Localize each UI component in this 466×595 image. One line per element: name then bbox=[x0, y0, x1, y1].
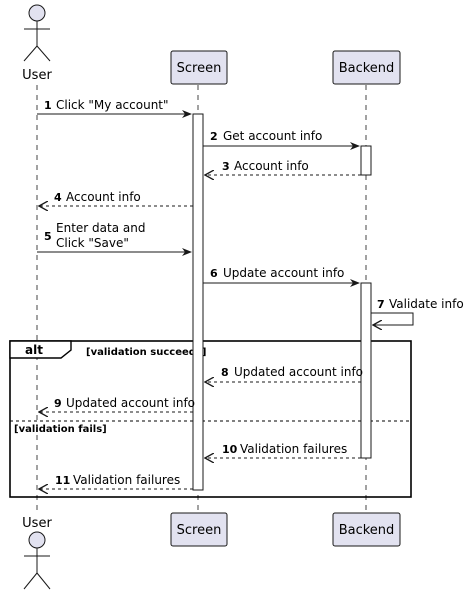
backend-participant-bottom[interactable]: Backend bbox=[332, 512, 401, 547]
screen-participant-bottom[interactable]: Screen bbox=[170, 512, 228, 547]
activations bbox=[192, 113, 372, 491]
actor-head-icon bbox=[28, 4, 46, 22]
alt-guard-fails: [validation fails] bbox=[14, 424, 107, 435]
message-label: Click "My account" bbox=[56, 98, 169, 112]
alt-guard-succeeds: [validation succeeds] bbox=[86, 347, 206, 358]
screen-label-top: Screen bbox=[177, 61, 222, 76]
user-label-bottom: User bbox=[22, 516, 52, 531]
message-label: Account info bbox=[234, 159, 309, 173]
message-5[interactable]: 5 Enter data and Click "Save" bbox=[37, 221, 192, 256]
backend-activation-1 bbox=[360, 145, 372, 176]
user-label-top: User bbox=[22, 68, 52, 83]
message-label: Get account info bbox=[223, 129, 322, 143]
screen-participant-top[interactable]: Screen bbox=[170, 50, 228, 85]
actor-head-icon bbox=[28, 531, 46, 549]
screen-activation bbox=[192, 113, 204, 491]
message-number: 8 bbox=[221, 366, 229, 379]
message-number: 4 bbox=[54, 191, 62, 204]
message-label: Updated account info bbox=[234, 365, 363, 379]
message-label: Account info bbox=[66, 190, 141, 204]
message-number: 3 bbox=[222, 160, 230, 173]
screen-label-bottom: Screen bbox=[177, 523, 222, 538]
message-11[interactable]: 11 Validation failures bbox=[39, 473, 193, 489]
message-3[interactable]: 3 Account info bbox=[205, 159, 361, 175]
messages: 1 Click "My account" 2 Get account info … bbox=[37, 98, 464, 489]
message-label: Validate info bbox=[389, 297, 464, 311]
alt-keyword: alt bbox=[25, 343, 43, 357]
message-label: Validation failures bbox=[73, 473, 180, 487]
message-number: 2 bbox=[210, 130, 218, 143]
message-number: 7 bbox=[377, 298, 385, 311]
message-label-line-1: Enter data and bbox=[56, 221, 145, 235]
message-10[interactable]: 10 Validation failures bbox=[205, 442, 361, 458]
message-6[interactable]: 6 Update account info bbox=[203, 266, 360, 287]
message-label-line-2: Click "Save" bbox=[56, 236, 129, 250]
message-number: 9 bbox=[54, 397, 62, 410]
participants-bottom: User Screen Backend bbox=[22, 512, 401, 590]
message-number: 1 bbox=[44, 99, 52, 112]
message-9[interactable]: 9 Updated account info bbox=[39, 396, 195, 412]
message-label: Validation failures bbox=[240, 442, 347, 456]
backend-participant-top[interactable]: Backend bbox=[332, 50, 401, 85]
message-8[interactable]: 8 Updated account info bbox=[205, 365, 363, 382]
alt-fragment: alt [validation succeeds] [validation fa… bbox=[9, 340, 412, 498]
message-label: Updated account info bbox=[66, 396, 195, 410]
backend-label-top: Backend bbox=[339, 61, 395, 76]
user-actor-bottom[interactable]: User bbox=[22, 516, 52, 590]
backend-activation-2 bbox=[360, 282, 372, 459]
message-1[interactable]: 1 Click "My account" bbox=[37, 98, 192, 118]
alt-fragment-frame bbox=[9, 340, 412, 498]
message-number: 10 bbox=[222, 443, 238, 456]
message-number: 6 bbox=[210, 267, 218, 280]
participants-top: User Screen Backend bbox=[22, 4, 401, 85]
user-actor-top[interactable]: User bbox=[22, 4, 52, 83]
message-label: Update account info bbox=[223, 266, 344, 280]
message-2[interactable]: 2 Get account info bbox=[203, 129, 360, 150]
message-7[interactable]: 7 Validate info bbox=[371, 297, 464, 325]
message-number: 5 bbox=[44, 230, 52, 243]
backend-label-bottom: Backend bbox=[339, 523, 395, 538]
message-number: 11 bbox=[55, 474, 70, 487]
alt-fragment-tab bbox=[9, 340, 72, 359]
message-4[interactable]: 4 Account info bbox=[39, 190, 193, 206]
message-arrow bbox=[371, 312, 414, 325]
